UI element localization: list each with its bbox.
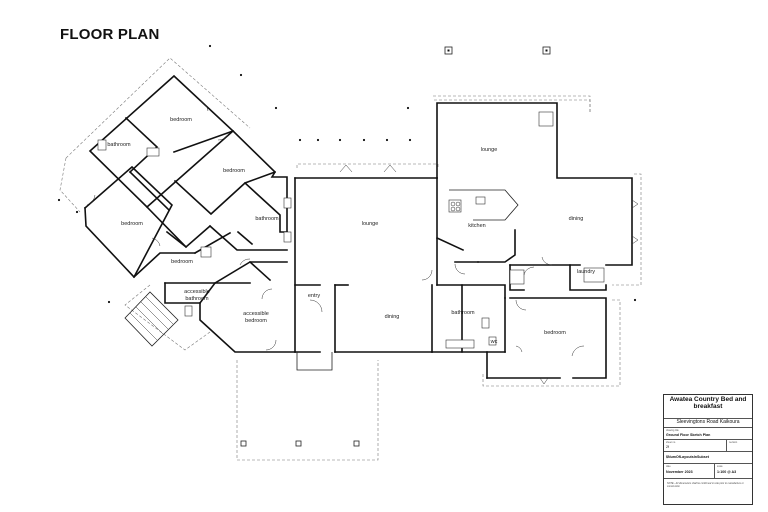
room-label-bedroom-east: bedroom: [544, 330, 566, 336]
room-label-wc: wc: [490, 339, 498, 345]
title-block: Awatea Country Bed and breakfast Sleevin…: [663, 394, 753, 505]
room-label-dining-east: dining: [569, 216, 584, 222]
room-label-bathroom-west: bathroom: [107, 142, 131, 148]
room-label-accessible-bathroom-1: accessible: [184, 289, 210, 295]
room-label-entry: entry: [308, 293, 320, 299]
room-label-kitchen: kitchen: [468, 223, 485, 229]
room-label-bedroom-center-west: bedroom: [223, 168, 245, 174]
note-cell: NOTE - All dimensions shall be confirmed…: [664, 479, 752, 503]
sheet-ref: $NumOfLayoutsInSubset: [666, 455, 709, 459]
drawing-date: November 2023: [666, 470, 693, 474]
room-label-laundry: laundry: [577, 269, 595, 275]
sheet-cell: sheet no. 2f revision: [664, 440, 752, 452]
room-label-bathroom-mid: bathroom: [255, 216, 279, 222]
project-name: Awatea Country Bed and breakfast: [664, 395, 752, 419]
room-label-accessible-bedroom-2: bedroom: [245, 318, 267, 324]
room-label-bedroom-far-west: bedroom: [121, 221, 143, 227]
site-markers: [57, 44, 637, 447]
deck-outlines: [59, 57, 642, 461]
construction-note: NOTE - All dimensions shall be confirmed…: [667, 482, 744, 488]
drawing-title: Ground Floor Sketch Plan: [666, 433, 711, 437]
drawing-title-cell: drawing title Ground Floor Sketch Plan: [664, 428, 752, 440]
room-label-bedroom-nw: bedroom: [170, 117, 192, 123]
sheet-ref-cell: $NumOfLayoutsInSubset: [664, 452, 752, 464]
room-label-lounge-main: lounge: [362, 221, 379, 227]
room-label-accessible-bathroom-2: bathroom: [185, 296, 209, 302]
date-scale-cell: date November 2023 scale 1:100 @ A3: [664, 464, 752, 479]
room-label-lounge-east: lounge: [481, 147, 498, 153]
central-block-walls: [294, 164, 506, 371]
page-title: FLOOR PLAN: [60, 26, 160, 43]
west-wing-walls: [83, 74, 296, 353]
access-ramp: [124, 291, 179, 347]
room-label-bathroom-east: bathroom: [451, 310, 475, 316]
east-wing-walls: [435, 102, 639, 385]
sheet-number: 2f: [666, 445, 669, 449]
project-address: Sleevingtons Road Kaikoura: [664, 418, 752, 428]
drawing-scale: 1:100 @ A3: [717, 470, 737, 474]
room-label-accessible-bedroom-1: accessible: [243, 311, 269, 317]
room-label-bedroom-small-west: bedroom: [171, 259, 193, 265]
room-labels: bedroom bedroom bedroom bathroom bedroom…: [107, 117, 595, 345]
room-label-dining-main: dining: [385, 314, 400, 320]
